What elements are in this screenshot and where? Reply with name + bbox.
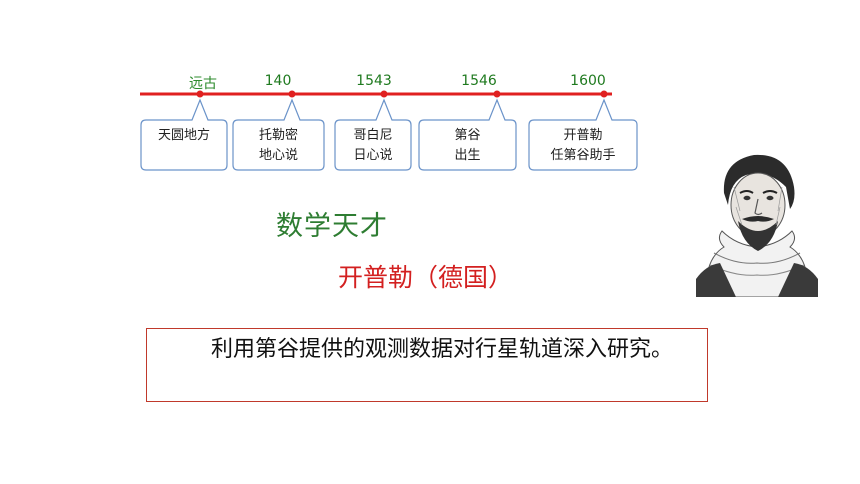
portrait-image — [696, 147, 818, 298]
year-label: 1543 — [356, 73, 392, 89]
callout-ptolemy: 托勒密 地心说 — [233, 120, 324, 170]
timeline-dot — [288, 90, 296, 98]
year-label: 1600 — [570, 73, 606, 89]
callout-line: 地心说 — [258, 148, 298, 163]
timeline-dot — [196, 90, 204, 98]
timeline: 远古 140 1543 1546 1600 天圆地方 托勒密 地心说 哥白尼 日… — [0, 0, 860, 200]
callout-tycho: 第谷 出生 — [419, 120, 516, 170]
year-label: 远古 — [189, 76, 217, 92]
callout-bubble — [528, 98, 638, 171]
callout-kepler: 开普勒 任第谷助手 — [529, 120, 637, 170]
description-text: 利用第谷提供的观测数据对行星轨道深入研究。 — [211, 337, 674, 362]
callout-line: 托勒密 — [258, 128, 298, 143]
kepler-name: 开普勒（德国） — [338, 263, 514, 292]
timeline-dot — [600, 90, 608, 98]
timeline-dot — [493, 90, 501, 98]
callout-line: 开普勒 — [563, 128, 603, 143]
callout-ancient: 天圆地方 — [141, 120, 227, 170]
callout-bubble — [334, 98, 412, 171]
callout-line: 天圆地方 — [157, 128, 210, 143]
callout-line: 出生 — [454, 148, 481, 163]
callout-line: 第谷 — [454, 128, 481, 143]
timeline-svg — [140, 90, 638, 171]
callout-bubble — [140, 98, 228, 171]
callout-copernicus: 哥白尼 日心说 — [335, 120, 411, 170]
callout-bubble — [232, 98, 325, 171]
callout-bubble — [418, 98, 517, 171]
callout-line: 日心说 — [353, 148, 393, 163]
callout-line: 哥白尼 — [353, 128, 393, 143]
year-label: 140 — [264, 73, 292, 89]
kepler-portrait — [696, 147, 818, 298]
callout-line: 任第谷助手 — [550, 148, 616, 163]
year-label: 1546 — [461, 73, 497, 89]
timeline-dot — [380, 90, 388, 98]
genius-heading: 数学天才 — [276, 211, 388, 242]
description-box: 利用第谷提供的观测数据对行星轨道深入研究。 — [146, 328, 708, 402]
